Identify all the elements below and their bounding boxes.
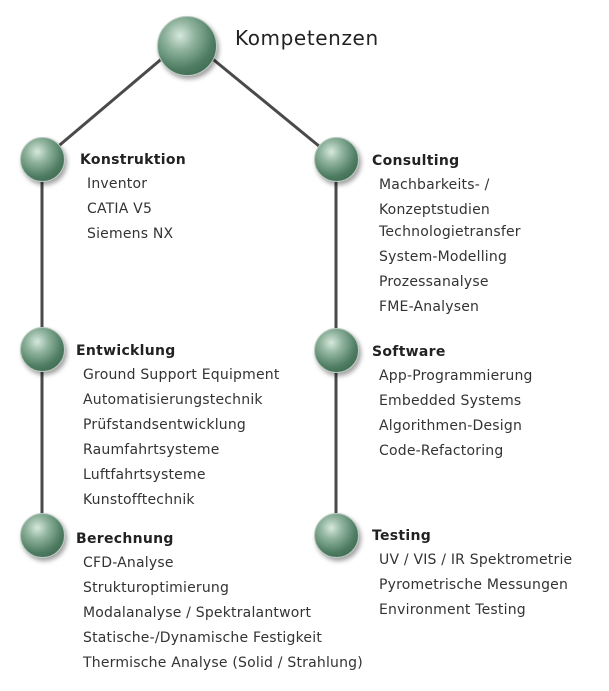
- list-konstruktion: Inventor CATIA V5 Siemens NX: [87, 175, 186, 250]
- list-item: Prüfstandsentwicklung: [83, 417, 247, 433]
- root-title: Kompetenzen: [235, 26, 379, 50]
- list-item: Automatisierungstechnik: [83, 392, 263, 408]
- section-title-entwicklung: Entwicklung: [76, 343, 176, 359]
- list-item: Machbarkeits- /: [379, 177, 490, 193]
- list-item: Algorithmen-Design: [379, 418, 523, 434]
- list-item: Environment Testing: [379, 602, 526, 618]
- list-item: Inventor: [87, 176, 148, 192]
- list-item: Kunstofftechnik: [83, 492, 195, 508]
- list-item: Luftfahrtsysteme: [83, 467, 206, 483]
- section-konstruktion: Konstruktion Inventor CATIA V5 Siemens N…: [80, 150, 186, 250]
- list-software: App-Programmierung Embedded Systems Algo…: [379, 367, 533, 467]
- list-item: App-Programmierung: [379, 368, 533, 384]
- list-item: Code-Refactoring: [379, 443, 504, 459]
- list-item: Thermische Analyse (Solid / Strahlung): [83, 655, 363, 671]
- list-item: Siemens NX: [87, 226, 174, 242]
- list-item: Konzeptstudien: [379, 202, 490, 218]
- section-title-software: Software: [372, 344, 446, 360]
- list-item: Ground Support Equipment: [83, 367, 280, 383]
- list-item: Modalanalyse / Spektralantwort: [83, 605, 312, 621]
- list-item: Raumfahrtsysteme: [83, 442, 220, 458]
- list-testing: UV / VIS / IR Spektrometrie Pyrometrisch…: [379, 551, 572, 626]
- list-item: Statische-/Dynamische Festigkeit: [83, 630, 323, 646]
- node-entwicklung: [20, 327, 65, 372]
- list-item: CFD-Analyse: [83, 555, 174, 571]
- node-konstruktion: [20, 137, 65, 182]
- list-item: Embedded Systems: [379, 393, 522, 409]
- list-item: System-Modelling: [379, 249, 508, 265]
- node-consulting: [314, 137, 359, 182]
- node-berechnung: [20, 513, 65, 558]
- section-title-testing: Testing: [372, 528, 432, 544]
- list-item: Pyrometrische Messungen: [379, 577, 569, 593]
- root-node: [157, 16, 217, 76]
- list-entwicklung: Ground Support Equipment Automatisierung…: [83, 366, 280, 516]
- list-consulting: Machbarkeits- / Konzeptstudien Technolog…: [379, 176, 521, 323]
- section-consulting: Consulting Machbarkeits- / Konzeptstudie…: [372, 151, 521, 323]
- node-testing: [314, 513, 359, 558]
- node-software: [314, 328, 359, 373]
- list-item: CATIA V5: [87, 201, 153, 217]
- list-berechnung: CFD-Analyse Strukturoptimierung Modalana…: [83, 554, 363, 679]
- section-testing: Testing UV / VIS / IR Spektrometrie Pyro…: [372, 526, 572, 626]
- list-item: UV / VIS / IR Spektrometrie: [379, 552, 573, 568]
- connector-root-konstruktion: [41, 54, 166, 162]
- section-title-konstruktion: Konstruktion: [80, 152, 187, 168]
- section-entwicklung: Entwicklung Ground Support Equipment Aut…: [76, 341, 280, 516]
- list-item: FME-Analysen: [379, 299, 480, 315]
- list-item: Strukturoptimierung: [83, 580, 230, 596]
- section-berechnung: Berechnung CFD-Analyse Strukturoptimieru…: [76, 529, 363, 679]
- section-title-consulting: Consulting: [372, 153, 460, 169]
- section-title-berechnung: Berechnung: [76, 531, 174, 547]
- section-software: Software App-Programmierung Embedded Sys…: [372, 342, 533, 467]
- connector-root-consulting: [208, 54, 337, 162]
- list-item: Prozessanalyse: [379, 274, 489, 290]
- list-item: Technologietransfer: [379, 224, 521, 240]
